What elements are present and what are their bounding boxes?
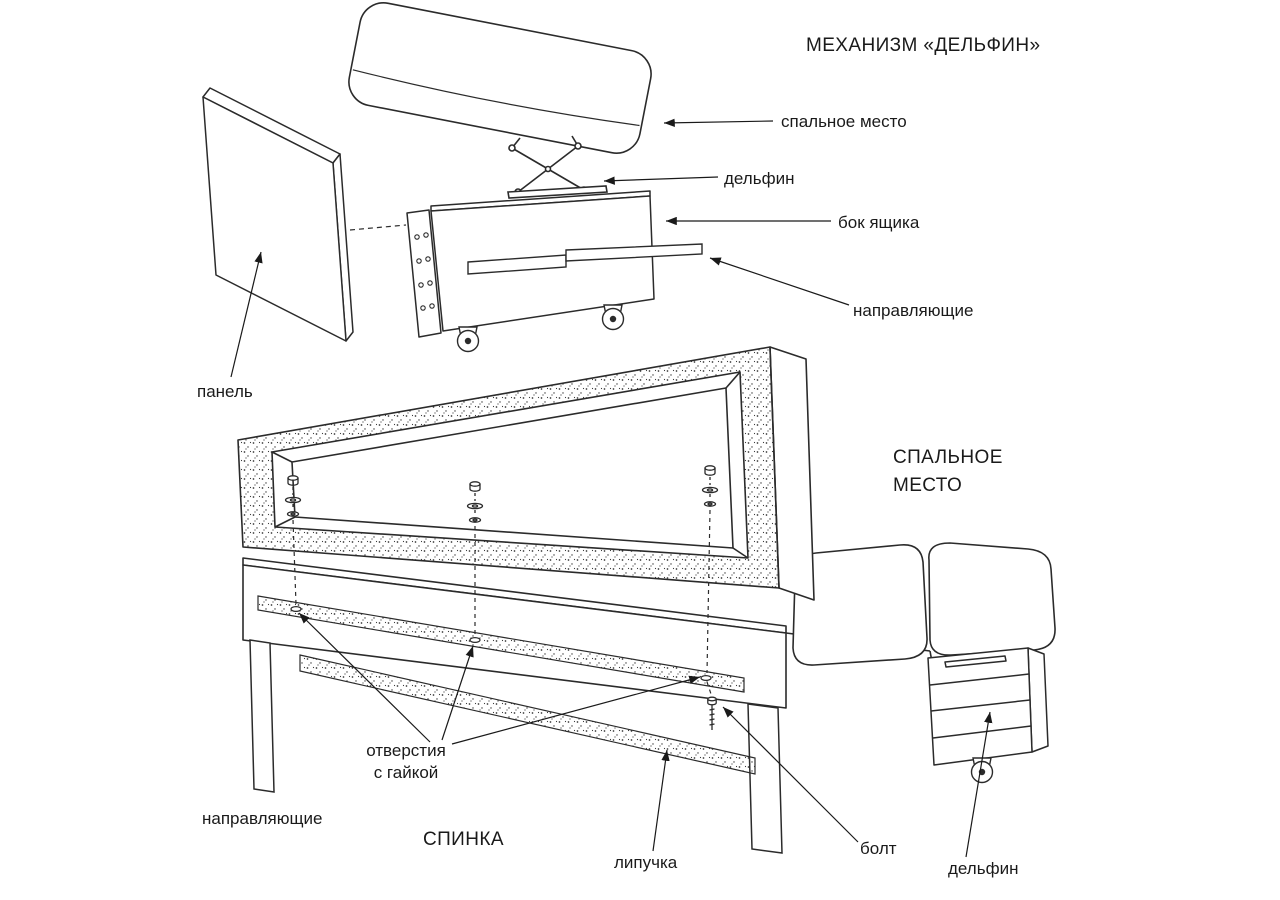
leader-panel [230,251,263,378]
label-panel: панель [197,382,253,401]
leader-bolt [722,706,859,843]
sofa-legs-drawing [249,639,783,854]
caster-wheel-icon [456,326,480,353]
label-sleeping-place-top: спальное место [781,112,907,131]
leader-velcro [652,749,670,852]
label-dolphin-top: дельфин [724,169,795,188]
label-holes-with-nut: отверстия с гайкой [346,740,466,784]
backrest-frame-drawing [237,346,815,601]
storage-drawer-drawing [927,647,1049,766]
label-rails-bottom: направляющие [202,809,323,828]
leader-dolphin-bottom [965,711,993,858]
bolt-axis-dashed-lines [292,509,712,695]
leader-holes-2 [441,645,474,741]
leader-lines [230,118,993,858]
leader-rails-top [709,257,850,306]
caster-wheel-icon [601,304,625,331]
label-sleeping-place-caps-line2: МЕСТО [893,475,963,496]
label-holes-line1: отверстия [366,741,446,760]
label-backrest: СПИНКА [423,829,504,850]
label-bolt: болт [860,839,897,858]
leader-holes-1 [298,612,431,743]
leader-dolphin-top [603,176,719,185]
panel-drawing [202,87,354,342]
label-sleeping-place-caps-line1: СПАЛЬНОЕ [893,447,1003,468]
mattress-drawing [348,2,652,154]
rails-strips-drawing [257,595,756,775]
leader-holes-3 [451,675,701,745]
leader-sleeping-place-top [663,118,774,128]
guide-rail-drawing [467,243,703,275]
nut-holes-drawing [290,605,712,681]
screw-holes-drawing [414,232,435,311]
dolphin-mechanism-drawing [507,135,608,199]
label-sleeping-place-caps: СПАЛЬНОЕ МЕСТО [893,444,1003,500]
bolt-under-base-drawing [707,696,717,730]
label-dolphin-bottom: дельфин [948,859,1019,878]
panel-box-dashed-connector [349,224,407,231]
diagram-title: МЕХАНИЗМ «ДЕЛЬФИН» [806,35,1041,56]
label-holes-line2: с гайкой [373,763,439,783]
seat-cushions-drawing [792,542,1056,666]
label-rails-top: направляющие [853,301,974,320]
label-velcro: липучка [614,853,678,872]
label-box-side: бок ящика [838,213,920,232]
